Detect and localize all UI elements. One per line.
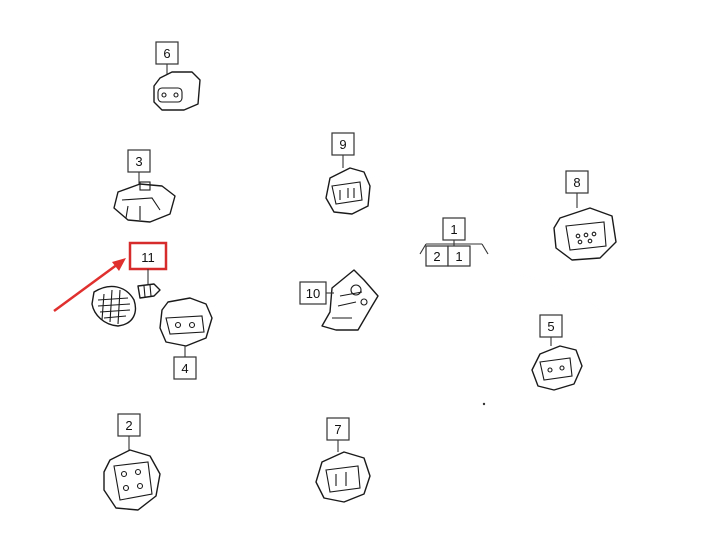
svg-text:9: 9 xyxy=(339,137,346,152)
callout-9[interactable]: 9 xyxy=(331,132,355,168)
svg-text:6: 6 xyxy=(163,46,170,61)
stray-dot xyxy=(482,402,486,406)
callout-3[interactable]: 3 xyxy=(127,149,151,184)
svg-text:2: 2 xyxy=(125,418,132,433)
callout-1[interactable]: 1 2 1 xyxy=(419,217,489,267)
svg-text:4: 4 xyxy=(181,361,188,376)
svg-text:1: 1 xyxy=(455,249,462,264)
connector-7[interactable] xyxy=(315,451,371,503)
svg-text:11: 11 xyxy=(141,250,155,265)
callout-7[interactable]: 7 xyxy=(326,417,350,452)
svg-text:8: 8 xyxy=(573,175,580,190)
connector-4[interactable] xyxy=(159,297,213,347)
svg-text:10: 10 xyxy=(306,286,320,301)
callout-10[interactable]: 10 xyxy=(299,281,334,305)
connector-8[interactable] xyxy=(553,207,617,261)
svg-text:7: 7 xyxy=(334,422,341,437)
svg-text:2: 2 xyxy=(433,249,440,264)
callout-11[interactable]: 11 xyxy=(128,241,168,284)
callout-2[interactable]: 2 xyxy=(117,413,141,450)
callout-6[interactable]: 6 xyxy=(155,41,179,74)
svg-text:3: 3 xyxy=(135,154,142,169)
connector-11[interactable] xyxy=(137,283,161,299)
red-pointer-arrow-icon xyxy=(53,258,126,313)
callout-4[interactable]: 4 xyxy=(173,346,197,380)
connector-3[interactable] xyxy=(113,181,176,223)
connector-9[interactable] xyxy=(325,167,371,215)
lens-cap xyxy=(91,285,137,327)
connector-5[interactable] xyxy=(531,345,583,391)
callout-5[interactable]: 5 xyxy=(539,314,563,346)
callout-8[interactable]: 8 xyxy=(565,170,589,208)
svg-text:1: 1 xyxy=(450,222,457,237)
harness-wires xyxy=(148,38,609,472)
connector-2[interactable] xyxy=(103,449,161,511)
svg-text:5: 5 xyxy=(547,319,554,334)
bracket-10[interactable] xyxy=(321,269,379,331)
connector-6[interactable] xyxy=(153,71,201,111)
